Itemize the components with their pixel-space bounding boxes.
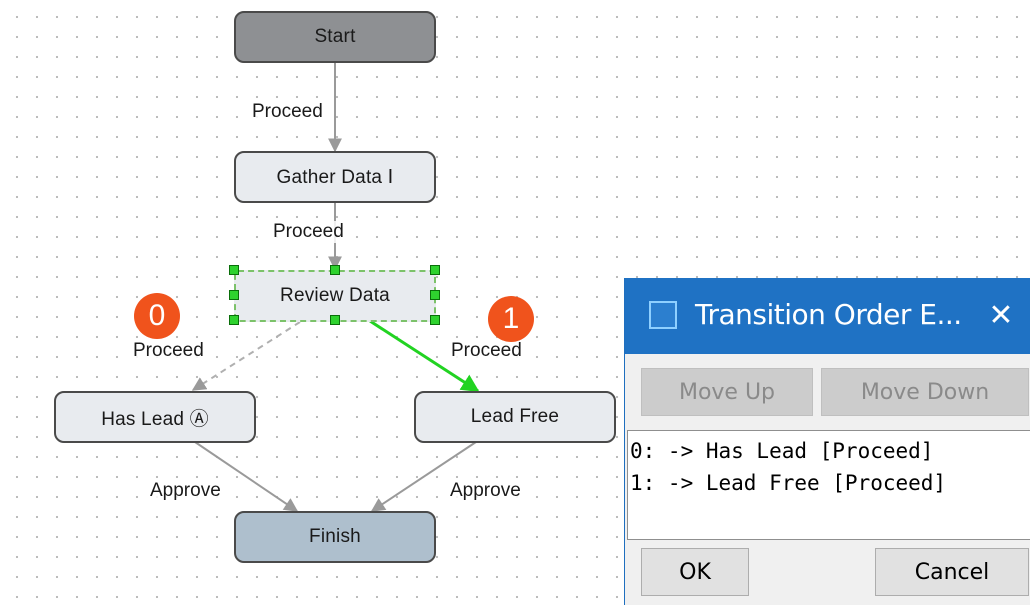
- resize-handle-e[interactable]: [430, 290, 440, 300]
- resize-handle-n[interactable]: [330, 265, 340, 275]
- close-icon[interactable]: ✕: [988, 298, 1014, 333]
- resize-handle-se[interactable]: [430, 315, 440, 325]
- ok-button[interactable]: OK: [641, 548, 749, 596]
- move-up-button[interactable]: Move Up: [641, 368, 813, 416]
- resize-handle-w[interactable]: [229, 290, 239, 300]
- resize-handle-ne[interactable]: [430, 265, 440, 275]
- list-item[interactable]: 0: -> Has Lead [Proceed]: [630, 439, 934, 463]
- node-has-lead[interactable]: Has Lead Ⓐ: [54, 391, 256, 443]
- resize-handle-s[interactable]: [330, 315, 340, 325]
- node-finish[interactable]: Finish: [234, 511, 436, 563]
- edge-label-review-has-lead: Proceed: [131, 340, 206, 362]
- edge-label-has-lead-finish: Approve: [148, 480, 223, 502]
- window-icon: [649, 301, 677, 329]
- node-lead-free[interactable]: Lead Free: [414, 391, 616, 443]
- edge-review-has-lead[interactable]: [191, 321, 301, 391]
- dialog-titlebar[interactable]: Transition Order E... ✕: [625, 278, 1030, 354]
- move-down-button[interactable]: Move Down: [821, 368, 1029, 416]
- dialog-title: Transition Order E...: [695, 298, 962, 331]
- order-badge-0: 0: [134, 293, 180, 339]
- edge-label-start-gather: Proceed: [250, 101, 325, 123]
- cancel-button[interactable]: Cancel: [875, 548, 1029, 596]
- transition-order-dialog: Transition Order E... ✕ Move Up Move Dow…: [624, 278, 1030, 605]
- resize-handle-nw[interactable]: [229, 265, 239, 275]
- list-item[interactable]: 1: -> Lead Free [Proceed]: [630, 471, 947, 495]
- node-start[interactable]: Start: [234, 11, 436, 63]
- node-gather-data[interactable]: Gather Data Ⅰ: [234, 151, 436, 203]
- order-badge-1: 1: [488, 296, 534, 342]
- edge-label-review-lead-free: Proceed: [449, 340, 524, 362]
- edge-label-gather-review: Proceed: [271, 221, 346, 243]
- transition-list[interactable]: 0: -> Has Lead [Proceed] 1: -> Lead Free…: [627, 430, 1030, 540]
- node-review-data[interactable]: Review Data: [234, 270, 436, 322]
- edge-label-lead-free-finish: Approve: [448, 480, 523, 502]
- resize-handle-sw[interactable]: [229, 315, 239, 325]
